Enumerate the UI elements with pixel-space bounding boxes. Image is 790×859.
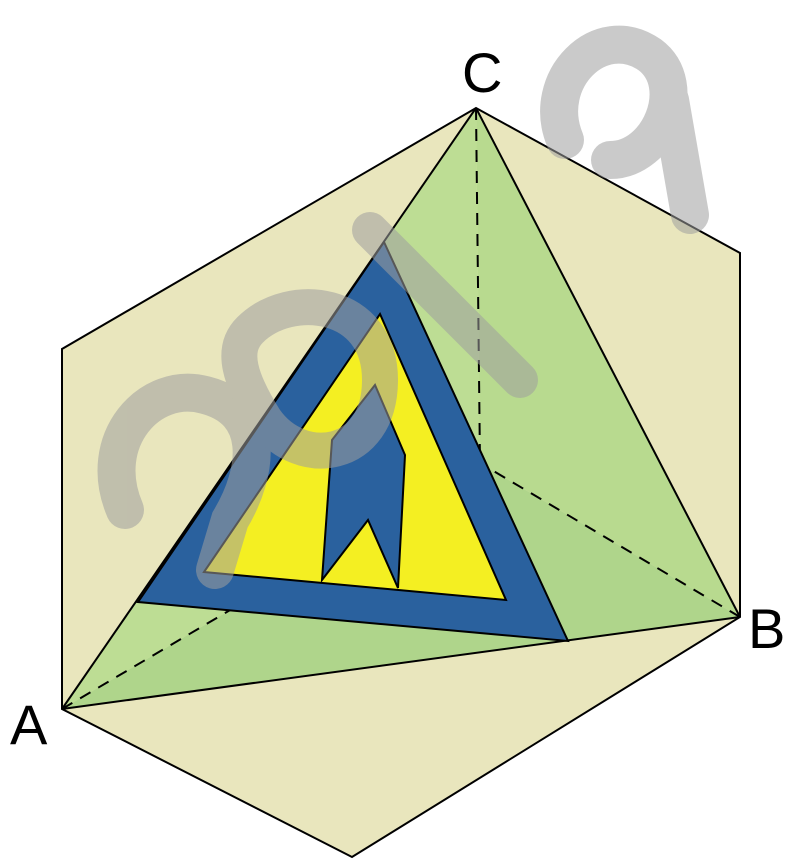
edge-c-b: [475, 107, 741, 618]
vertex-label-c: C: [462, 41, 502, 104]
edge-a-b: [61, 616, 741, 710]
vertex-label-a: A: [10, 693, 48, 756]
vertex-label-b: B: [748, 597, 785, 660]
watermark-digit-1: [352, 212, 538, 398]
hidden-edge-b-d: [479, 462, 741, 618]
watermark-digit-9: [540, 25, 709, 234]
hidden-edge-c-d: [475, 107, 481, 464]
watermark-digit-2: [97, 373, 271, 589]
watermark-digit-0: [221, 289, 399, 469]
watermark: [97, 25, 709, 589]
